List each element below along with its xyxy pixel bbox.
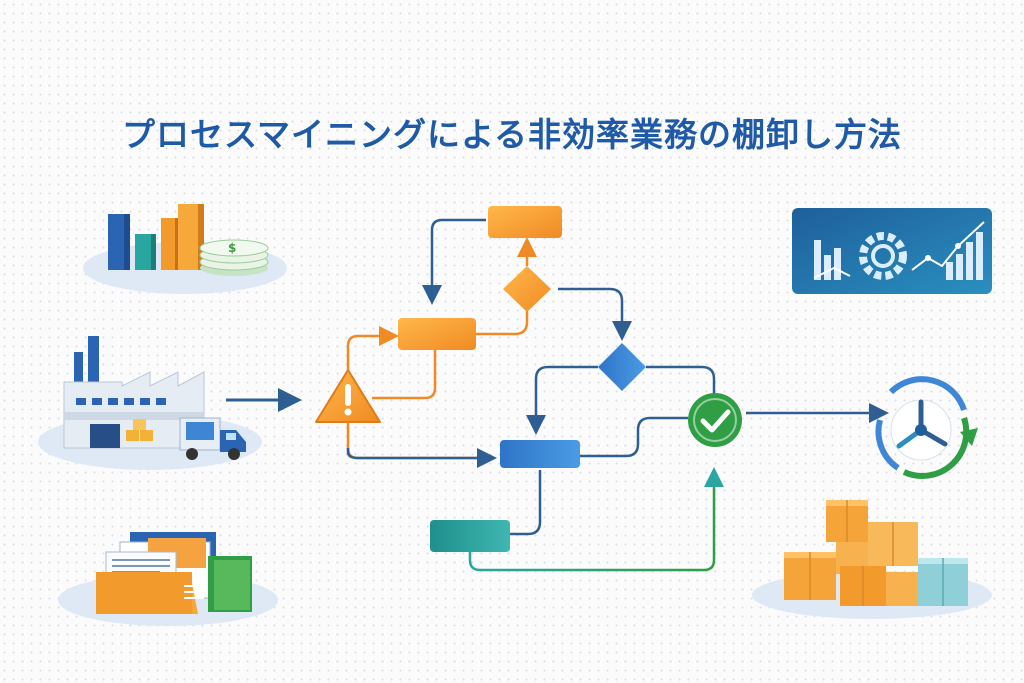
decision-diamond-icon <box>598 343 646 391</box>
warning-icon <box>315 369 381 423</box>
process-box-blue <box>500 440 580 468</box>
svg-text:$: $ <box>228 241 236 255</box>
blue-connectors <box>422 218 889 536</box>
page-title: プロセスマイニングによる非効率業務の棚卸し方法 <box>121 115 903 154</box>
dashboard-chart-gear-icon <box>792 208 992 294</box>
process-box-top <box>488 206 562 238</box>
documents-folder-icon <box>58 532 278 626</box>
boxes-stack-icon <box>752 500 992 619</box>
rework-connector <box>468 467 724 572</box>
warning-to-process-arrow <box>346 448 497 468</box>
bar-chart-coins-icon: $ <box>83 204 287 294</box>
clock-cycle-icon <box>875 376 978 479</box>
process-box-teal <box>430 520 510 552</box>
factory-truck-icon <box>38 336 262 470</box>
decision-diamond-orange <box>503 266 551 312</box>
process-box-orange <box>398 318 476 350</box>
check-icon <box>688 393 742 447</box>
